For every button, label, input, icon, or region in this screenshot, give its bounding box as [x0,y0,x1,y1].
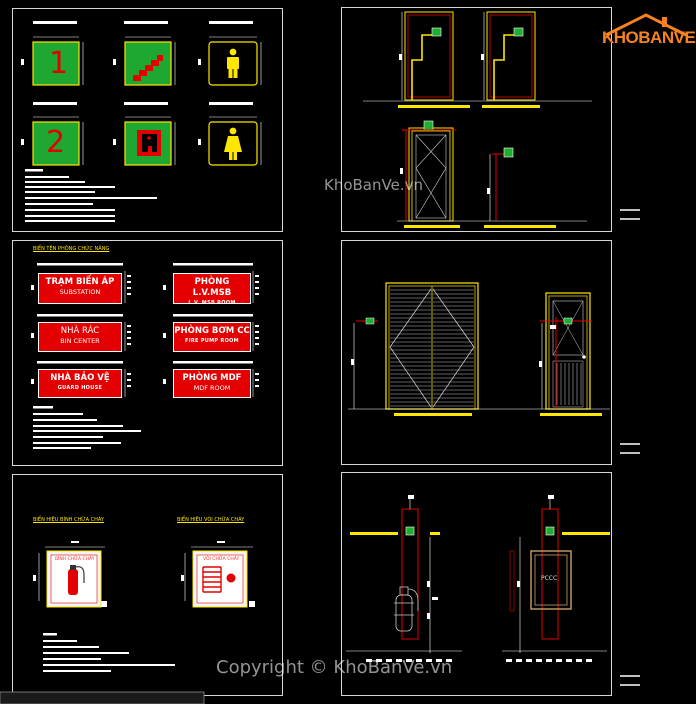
male-toilet-icon [227,48,239,78]
hose-reel-icon [202,566,222,593]
hose-nozzle-icon [226,573,236,583]
extinguisher-elevation-icon [394,586,419,632]
sign-mdf-room-main: PHÒNG MDF [182,373,242,383]
cabinet-label: PCCC [541,575,558,582]
sign-lv-msb: PHÒNG L.V.MSB L.V. MSB ROOM [173,273,251,306]
floor-sign-1-frame [32,41,80,86]
notes-block [33,406,141,449]
hose-sign-icon [545,526,555,536]
khobanve-logo [605,13,687,37]
female-toilet-icon [224,127,242,160]
sign-mdf-room: PHÒNG MDF MDF ROOM [173,369,251,398]
floor-sign-2-frame [32,121,80,166]
stair-sign-frame [124,41,172,86]
brand-name: KHOBANVE [602,28,696,47]
extinguisher-tag: BÌNH CHỮA CHÁY [55,557,95,562]
sign-fire-pump: PHÒNG BƠM CC FIRE PUMP ROOM [173,322,251,352]
stair-icon [133,55,163,81]
elevation-doors-drawing [363,11,592,228]
door-louvres [390,289,474,407]
hose-signs-title: BIỂN HIỆU VÒI CHỮA CHÁY [177,517,245,523]
notes-block [25,169,157,222]
extinguisher-signs-title: BIỂN HIỆU BÌNH CHỮA CHÁY [33,517,104,523]
sign-guard-house-sub: GUARD HOUSE [57,385,103,391]
bottom-strip [0,691,205,704]
right-margin-marks [620,209,640,686]
panel-floor-signs: 1 2 [12,8,283,232]
ground-hatch [366,659,592,662]
sign-bin-center-sub: BIN CENTER [60,337,100,345]
panel-double-door [341,240,612,465]
sign-substation-sub: SUBSTATION [59,288,101,296]
sign-bin-center-main: NHÀ RÁC [60,326,100,336]
sign-guard-house: NHÀ BẢO VỆ GUARD HOUSE [38,369,122,398]
panel-elevation-doors [341,7,612,232]
floor-number-2: 2 [46,125,66,160]
sign-fire-pump-main: PHÒNG BƠM CC [174,326,250,336]
sign-lv-msb-main: PHÒNG L.V.MSB [192,277,232,298]
sign-guard-house-main: NHÀ BẢO VỆ [50,373,110,383]
sign-mdf-room-sub: MDF ROOM [193,384,231,392]
hose-tag: VÒI CHỮA CHÁY [203,557,240,562]
sign-substation-main: TRẠM BIẾN ÁP [45,277,115,287]
floor-number-1: 1 [49,46,69,81]
exit-light-icon [423,120,434,131]
sign-fire-pump-sub: FIRE PUMP ROOM [185,338,239,344]
notes-block [43,633,175,672]
fire-cabinet-frame [530,550,572,610]
fire-signs-drawing [33,541,255,672]
sign-bin-center: NHÀ RÁC BIN CENTER [38,322,122,352]
watermark-copyright: Copyright © KhoBanVe.vn [216,657,453,678]
panel-fire-signs: BIỂN HIỆU BÌNH CHỮA CHÁY BIỂN HIỆU VÒI C… [12,474,283,696]
watermark-site: KhoBanVe.vn [324,176,423,194]
function-signs-title: BIỂN TÊN PHÒNG CHỨC NĂNG [33,246,110,252]
floor-signs-drawing [21,21,262,222]
panel-equipment-elevations: PCCC [341,472,612,696]
function-signs-drawing [31,263,259,449]
double-door-drawing [348,282,610,416]
sign-lv-msb-sub: L.V. MSB ROOM [188,300,236,306]
equipment-elevations-drawing [346,495,610,662]
extinguisher-sign-icon [405,526,415,536]
panel-function-signs: BIỂN TÊN PHÒNG CHỨC NĂNG TRẠM BIẾN ÁP SU… [12,240,283,466]
wall-sign-icon [503,147,514,158]
sign-substation: TRẠM BIẾN ÁP SUBSTATION [38,273,122,304]
single-door-frame [545,292,591,410]
extinguisher-icon [68,565,85,595]
